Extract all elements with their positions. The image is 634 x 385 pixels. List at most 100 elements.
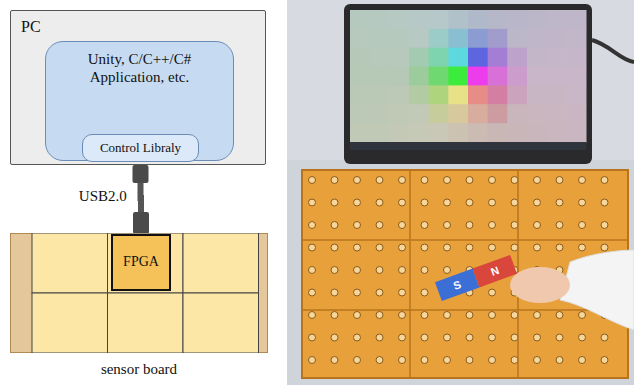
pixel: [389, 85, 409, 104]
pixel: [448, 67, 468, 86]
pixel: [507, 67, 527, 86]
hall-sensor: [579, 222, 586, 229]
hall-sensor: [579, 312, 586, 319]
hall-sensor: [489, 222, 496, 229]
pixel: [507, 48, 527, 67]
pixel: [350, 123, 370, 142]
hall-sensor: [421, 267, 428, 274]
hall-sensor: [376, 267, 383, 274]
pixel: [527, 85, 547, 104]
pixel: [409, 123, 429, 142]
hall-sensor: [309, 244, 316, 251]
hall-sensor: [511, 222, 518, 229]
pixel: [389, 48, 409, 67]
hall-sensor: [489, 312, 496, 319]
pixel: [370, 48, 390, 67]
hall-sensor: [489, 289, 496, 296]
hall-sensor: [376, 177, 383, 184]
tile-seam: [409, 170, 411, 378]
taskbar: [350, 142, 586, 150]
hall-sensor: [556, 312, 563, 319]
hall-sensor: [421, 222, 428, 229]
pixel: [547, 123, 567, 142]
hall-sensor: [354, 289, 361, 296]
pixel: [468, 104, 488, 123]
hall-sensor: [444, 334, 451, 341]
pixel: [448, 10, 468, 29]
pixel: [350, 10, 370, 29]
pixel: [448, 48, 468, 67]
hall-sensor: [399, 312, 406, 319]
node-label: FPGA: [123, 254, 159, 271]
hall-sensor: [331, 199, 338, 206]
pixel: [547, 104, 567, 123]
hall-sensor: [489, 244, 496, 251]
pixel: [350, 85, 370, 104]
hall-sensor: [556, 334, 563, 341]
pixel: [468, 85, 488, 104]
board-tile: [108, 293, 184, 353]
hall-sensor: [579, 244, 586, 251]
hall-sensor: [399, 244, 406, 251]
hall-sensor: [534, 312, 541, 319]
hall-sensor: [534, 177, 541, 184]
pixel: [547, 67, 567, 86]
pixel: [566, 10, 586, 29]
hall-sensor: [579, 199, 586, 206]
usb-plug: [133, 212, 149, 234]
hall-sensor: [331, 357, 338, 364]
hall-sensor: [309, 334, 316, 341]
application-box: Unity, C/C++/C# Application, etc.Control…: [45, 41, 234, 161]
hall-sensor: [444, 222, 451, 229]
table: [287, 160, 634, 385]
hall-sensor: [556, 244, 563, 251]
hall-sensor: [601, 222, 608, 229]
pixel: [448, 123, 468, 142]
hall-sensor: [511, 177, 518, 184]
pixel: [507, 123, 527, 142]
pixel: [488, 104, 508, 123]
board-tile: [32, 293, 108, 353]
hall-sensor: [354, 244, 361, 251]
hall-sensor: [466, 177, 473, 184]
hall-sensor: [331, 244, 338, 251]
pixel: [527, 67, 547, 86]
hall-sensor: [534, 357, 541, 364]
magnet-south: [435, 269, 479, 301]
hall-sensor: [601, 177, 608, 184]
magnet-north: [473, 255, 517, 287]
hall-sensor: [376, 357, 383, 364]
pixel: [547, 29, 567, 48]
pixel: [370, 123, 390, 142]
pixel: [547, 48, 567, 67]
hall-sensor: [421, 357, 428, 364]
hall-sensor: [444, 357, 451, 364]
pixel: [527, 48, 547, 67]
hall-sensor: [331, 267, 338, 274]
pixel: [370, 10, 390, 29]
pixel: [488, 85, 508, 104]
hall-sensor: [511, 244, 518, 251]
hall-sensor: [511, 199, 518, 206]
hall-sensor: [309, 199, 316, 206]
pixel: [429, 104, 449, 123]
hall-sensor: [444, 177, 451, 184]
hall-sensor: [489, 199, 496, 206]
hall-sensor: [534, 244, 541, 251]
hall-sensor: [421, 334, 428, 341]
hall-sensor: [579, 357, 586, 364]
board-tile: [108, 233, 184, 293]
pixel: [409, 85, 429, 104]
pixel: [566, 123, 586, 142]
pixel: [488, 123, 508, 142]
pixel: [389, 123, 409, 142]
tile-seam: [302, 309, 628, 311]
sleeve: [560, 250, 634, 330]
pixel: [370, 104, 390, 123]
pixel: [527, 29, 547, 48]
pixel: [468, 29, 488, 48]
pixel: [507, 29, 527, 48]
pixel: [566, 67, 586, 86]
hall-sensor: [489, 334, 496, 341]
